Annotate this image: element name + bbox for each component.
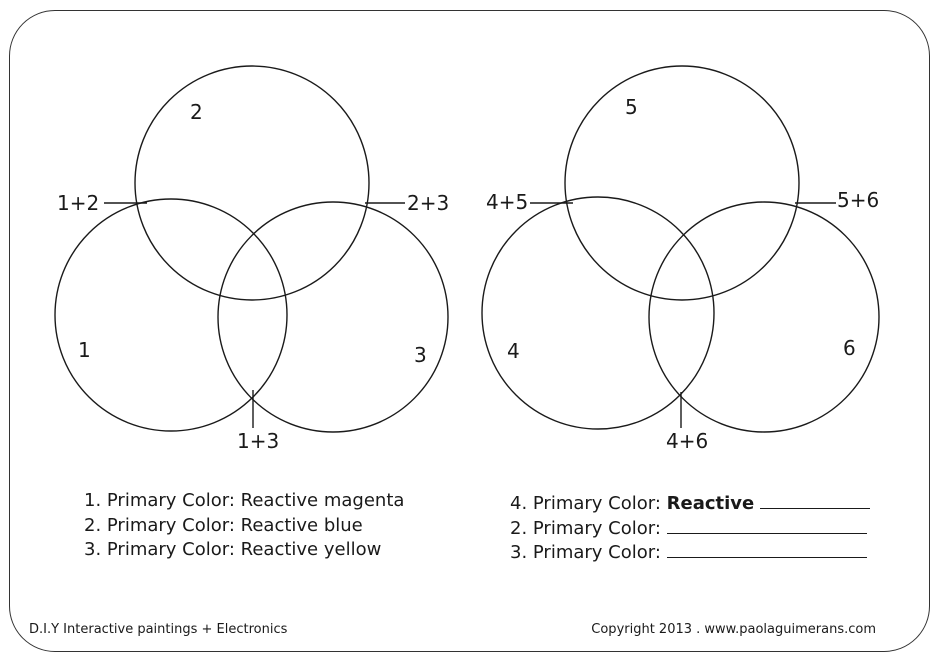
label-overlap-4-5: 4+5 [486,190,528,214]
label-overlap-4-6: 4+6 [666,429,708,453]
label-circle-5: 5 [625,95,638,119]
legend-item: 2. Primary Color: [510,517,870,542]
fill-in-blank-line[interactable] [666,541,867,558]
label-overlap-2-3: 2+3 [407,191,449,215]
legend-item: 3. Primary Color: [510,541,870,566]
legend-item: 1. Primary Color: Reactive magenta [84,489,404,514]
legend-value: Reactive yellow [240,539,382,560]
footer-title: D.I.Y Interactive paintings + Electronic… [29,622,288,637]
legend-prefix: 3. Primary Color: [510,542,667,563]
left-venn-labels: 2 1 3 1+2 2+3 1+3 [57,100,449,453]
circle-4 [481,196,715,430]
legend-item: 3. Primary Color: Reactive yellow [84,538,404,563]
legend-prefix: 4. Primary Color: [510,493,667,514]
label-overlap-1-2: 1+2 [57,191,99,215]
fill-in-blank-line[interactable] [666,517,867,534]
fill-in-blank-line[interactable] [759,492,870,509]
label-circle-1: 1 [78,338,91,362]
legend-prefix: 2. Primary Color: [510,517,667,539]
circle-5 [564,65,800,301]
label-circle-2: 2 [190,100,203,124]
label-overlap-5-6: 5+6 [837,188,879,212]
circle-1 [54,198,288,432]
label-circle-4: 4 [507,339,520,363]
legend-item: 4. Primary Color: Reactive [510,492,870,517]
legend-left: 1. Primary Color: Reactive magenta 2. Pr… [84,489,404,563]
right-venn-labels: 5 4 6 4+5 5+6 4+6 [486,95,879,453]
label-circle-3: 3 [414,343,427,367]
footer-copyright: Copyright 2013 . www.paolaguimerans.com [591,622,876,637]
right-venn-diagram [481,65,880,433]
legend-prefix: 1. Primary Color: [84,490,241,511]
circle-2 [134,65,370,301]
legend-prefix: 3. Primary Color: [84,539,241,560]
legend-item: 2. Primary Color: Reactive blue [84,514,404,539]
circle-3 [217,201,449,433]
left-venn-diagram [54,65,449,433]
label-circle-6: 6 [843,336,856,360]
label-overlap-1-3: 1+3 [237,429,279,453]
legend-value: Reactive [666,493,755,514]
legend-right: 4. Primary Color: Reactive 2. Primary Co… [510,492,870,566]
legend-value: Reactive magenta [240,490,405,511]
legend-value: Reactive blue [240,514,363,536]
legend-prefix: 2. Primary Color: [84,514,241,536]
rounded-border-frame [9,10,930,652]
circle-6 [648,201,880,433]
